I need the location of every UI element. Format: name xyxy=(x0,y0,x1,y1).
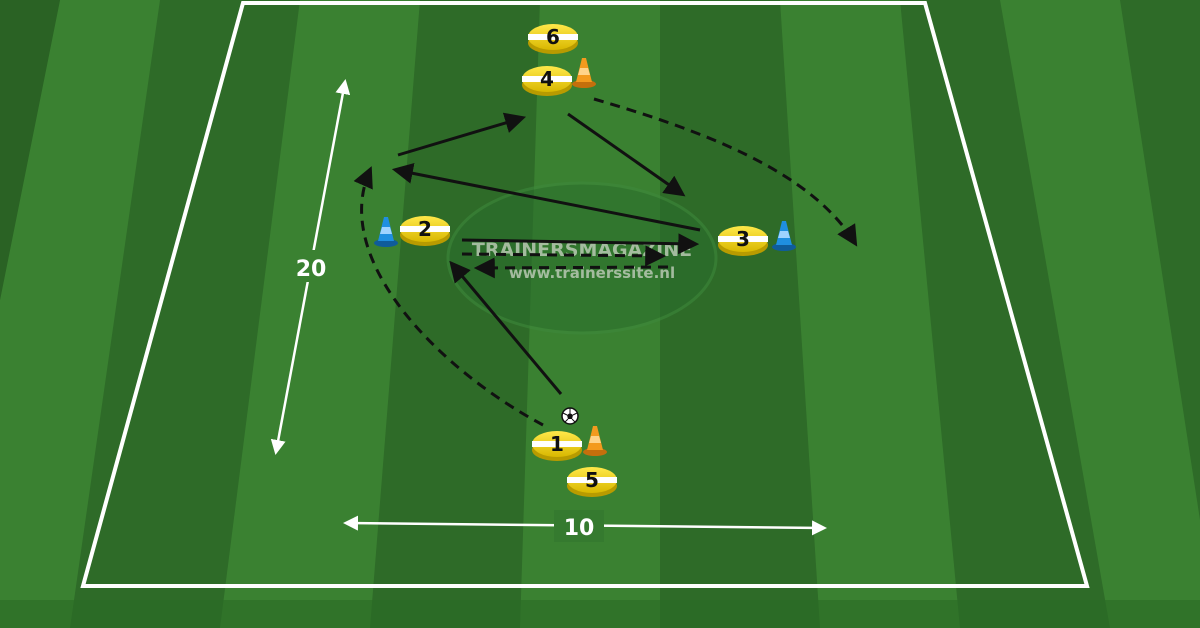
players: 6 4 2 3 1 5 xyxy=(400,24,768,497)
run-arrow-3-to-2 xyxy=(473,257,669,279)
pass-arrow-1-to-2 xyxy=(449,260,563,395)
player-2-marker: 2 xyxy=(400,216,450,246)
ball-icon xyxy=(561,407,579,425)
player-number: 1 xyxy=(550,432,564,456)
run-arrow-4-curve xyxy=(593,97,858,247)
player-1-marker: 1 xyxy=(532,431,582,461)
player-number: 3 xyxy=(736,227,750,251)
movement-arrows xyxy=(353,97,858,427)
player-5-marker: 5 xyxy=(567,467,617,497)
player-4-marker: 4 xyxy=(522,66,572,96)
orange-cone-icon xyxy=(583,426,607,456)
player-3-marker: 3 xyxy=(718,226,768,256)
dimension-markers: 20 10 xyxy=(270,79,827,542)
pass-arrow-4-to-3 xyxy=(567,112,686,197)
run-arrow-1-curve xyxy=(353,166,544,427)
blue-cone-icon xyxy=(772,221,796,251)
blue-cone-icon xyxy=(374,217,398,247)
field-boundary xyxy=(80,0,1090,588)
pass-arrow-2-to-3 xyxy=(461,233,700,255)
orange-cone-icon xyxy=(572,58,596,88)
player-6-marker: 6 xyxy=(528,24,578,54)
player-number: 5 xyxy=(585,468,599,492)
player-number: 2 xyxy=(418,217,432,241)
pass-arrow-to-4 xyxy=(397,112,527,157)
length-dimension-label: 20 xyxy=(296,257,327,282)
pass-arrow-3-back xyxy=(391,162,701,232)
cones xyxy=(374,58,796,456)
width-dimension-label: 10 xyxy=(564,516,595,541)
player-number: 6 xyxy=(546,25,560,49)
player-number: 4 xyxy=(540,67,554,91)
